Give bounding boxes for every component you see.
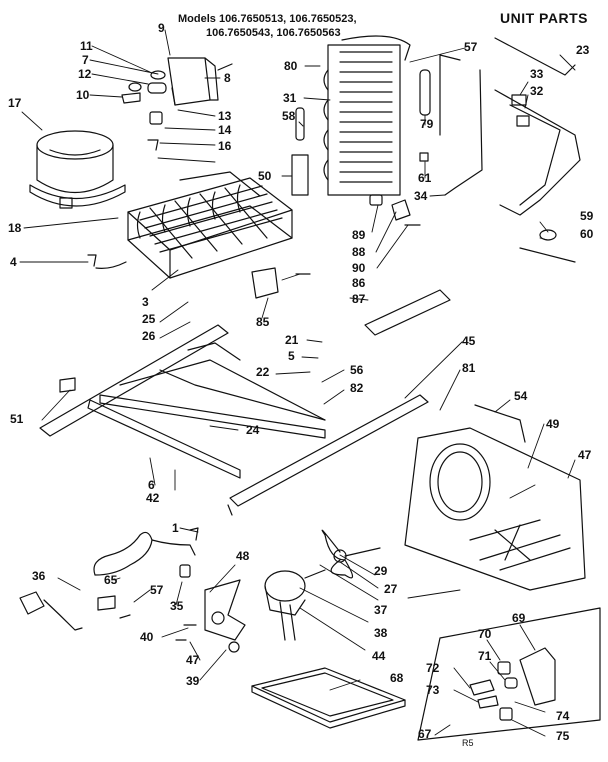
callout-number: 36 — [32, 569, 46, 583]
motor-bracket-part — [175, 579, 246, 653]
callout-number: 23 — [576, 43, 590, 57]
callout-number: 57 — [150, 583, 164, 597]
callout-number: 35 — [170, 599, 184, 613]
callout-number: 14 — [218, 123, 232, 137]
callout-number: 60 — [580, 227, 594, 241]
callout-number: 70 — [478, 627, 492, 641]
callout-number: 8 — [224, 71, 231, 85]
callout-number: 47 — [578, 448, 592, 462]
callout-number: 89 — [352, 228, 366, 242]
callout-number: 47 — [186, 653, 200, 667]
callout-number: 26 — [142, 329, 156, 343]
callout-number: 67 — [418, 727, 432, 741]
callout-number: 5 — [288, 349, 295, 363]
callout-number: 42 — [146, 491, 160, 505]
callout-number: 11 — [80, 39, 93, 53]
callout-number: 87 — [352, 292, 366, 306]
fasteners-part — [87, 152, 451, 336]
callout-number: 13 — [218, 109, 232, 123]
callout-number: 72 — [426, 661, 440, 675]
callout-number: 49 — [546, 417, 560, 431]
leader-lines — [19, 29, 576, 737]
callout-number: 24 — [246, 423, 260, 437]
diagram-title: UNIT PARTS — [500, 10, 588, 26]
callout-number: 48 — [236, 549, 250, 563]
fan-shroud-part — [404, 404, 586, 591]
callout-number: 38 — [374, 626, 388, 640]
models-line-1: Models 106.7650513, 106.7650523, — [178, 13, 357, 25]
callout-number: 4 — [10, 255, 17, 269]
fan-motor-part — [264, 529, 381, 641]
callout-number: 32 — [530, 84, 544, 98]
callout-number: 39 — [186, 674, 200, 688]
callout-number: 86 — [352, 276, 366, 290]
callout-number: 65 — [104, 573, 118, 587]
callout-number: 34 — [414, 189, 428, 203]
callout-number: 58 — [282, 109, 296, 123]
callout-number: 9 — [158, 21, 165, 35]
relay-bracket-part — [121, 57, 233, 151]
callout-number: 85 — [256, 315, 270, 329]
callout-number: 33 — [530, 67, 544, 81]
evaporator-coil-part — [127, 171, 293, 279]
callout-number: 74 — [556, 709, 570, 723]
callout-number: 61 — [418, 171, 432, 185]
callout-number: 40 — [140, 630, 154, 644]
callout-number: 68 — [390, 671, 404, 685]
base-frame-part — [39, 324, 429, 516]
callout-number: 44 — [372, 649, 386, 663]
callout-number: 75 — [556, 729, 570, 743]
callout-number: 10 — [76, 88, 90, 102]
callout-number: 59 — [580, 209, 594, 223]
drain-pan-part — [251, 667, 406, 729]
callout-number: 88 — [352, 245, 366, 259]
condenser-part — [291, 35, 411, 196]
callout-number: 3 — [142, 295, 149, 309]
callout-number: 51 — [10, 412, 24, 426]
relay-inset-part — [417, 607, 601, 741]
callout-number: 6 — [148, 478, 155, 492]
callout-number: 57 — [464, 40, 478, 54]
callout-number: 45 — [462, 334, 476, 348]
callout-number: 22 — [256, 365, 270, 379]
callout-number: 27 — [384, 582, 398, 596]
callout-number: 69 — [512, 611, 526, 625]
callout-number: 73 — [426, 683, 440, 697]
callout-number: 71 — [478, 649, 492, 663]
callout-number: 12 — [78, 67, 92, 81]
callout-number: 21 — [285, 333, 299, 347]
callout-number: 1 — [172, 521, 179, 535]
power-cord-part — [19, 527, 199, 631]
callout-number: 37 — [374, 603, 388, 617]
callout-number: 90 — [352, 261, 366, 275]
callout-number: 79 — [420, 117, 434, 131]
callout-number: 17 — [8, 96, 22, 110]
compressor-part — [29, 130, 126, 209]
callout-number: 54 — [514, 389, 528, 403]
callout-number: 50 — [258, 169, 272, 183]
callout-number: 25 — [142, 312, 156, 326]
models-line-2: 106.7650543, 106.7650563 — [206, 27, 341, 39]
callout-number: 18 — [8, 221, 22, 235]
callout-number: 7 — [82, 53, 89, 67]
callout-number: 16 — [218, 139, 232, 153]
callout-number: 31 — [283, 91, 297, 105]
callout-number: 81 — [462, 361, 476, 375]
diagram-code: R5 — [462, 738, 474, 748]
tubing-part — [419, 37, 581, 263]
callout-number: 56 — [350, 363, 364, 377]
callout-number: 82 — [350, 381, 364, 395]
callout-number: 29 — [374, 564, 388, 578]
callout-number: 80 — [284, 59, 298, 73]
